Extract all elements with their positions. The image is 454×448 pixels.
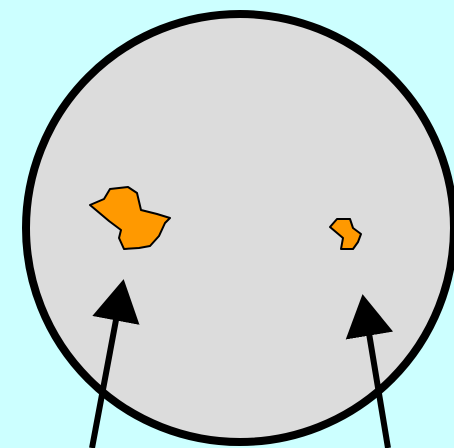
large-circle — [26, 14, 454, 442]
